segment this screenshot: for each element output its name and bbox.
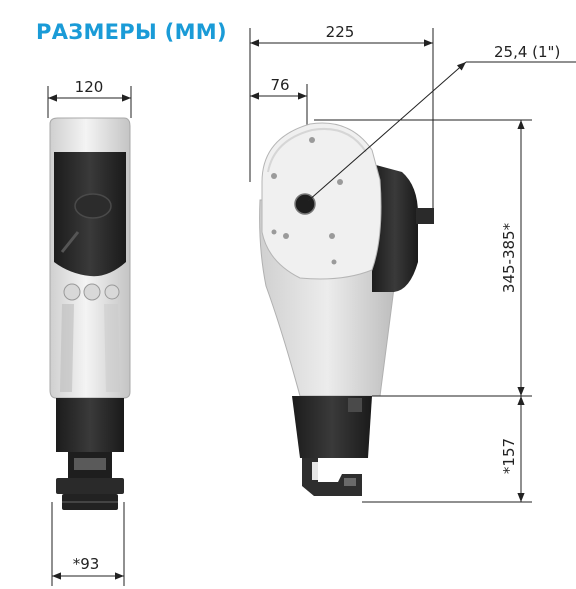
front-cover-knob — [74, 193, 112, 219]
cable-gland-3 — [104, 284, 120, 300]
cable-gland-2 — [83, 283, 101, 301]
cable-gland-1 — [63, 283, 81, 301]
bolt — [271, 229, 277, 235]
front-view: 120 *93 — [47, 78, 132, 586]
bolt — [337, 179, 343, 185]
bolt — [329, 233, 335, 239]
side-gear-cover — [261, 122, 382, 280]
front-lower-block — [56, 398, 124, 452]
side-lower-height-label: *157 — [500, 438, 518, 474]
bolt — [331, 259, 337, 265]
side-bracket — [302, 458, 362, 496]
side-motor-connector — [416, 208, 434, 224]
front-width-label: 120 — [75, 78, 104, 96]
bolt — [309, 137, 315, 143]
side-view: 225 76 25,4 (1") — [249, 23, 576, 503]
side-total-width-label: 225 — [326, 23, 355, 41]
bolt — [283, 233, 289, 239]
shaft-diameter-label: 25,4 (1") — [494, 43, 560, 61]
side-offset-label: 76 — [270, 76, 289, 94]
bolt — [271, 173, 277, 179]
shaft-leader-line — [307, 61, 467, 202]
side-upper-height-label: 345-385* — [500, 222, 518, 293]
front-cover-lever — [60, 231, 80, 253]
front-foot — [56, 478, 124, 494]
side-motor-block — [372, 164, 418, 292]
front-bottom-width-label: *93 — [73, 555, 100, 573]
page-title: РАЗМЕРЫ (ММ) — [36, 20, 227, 44]
